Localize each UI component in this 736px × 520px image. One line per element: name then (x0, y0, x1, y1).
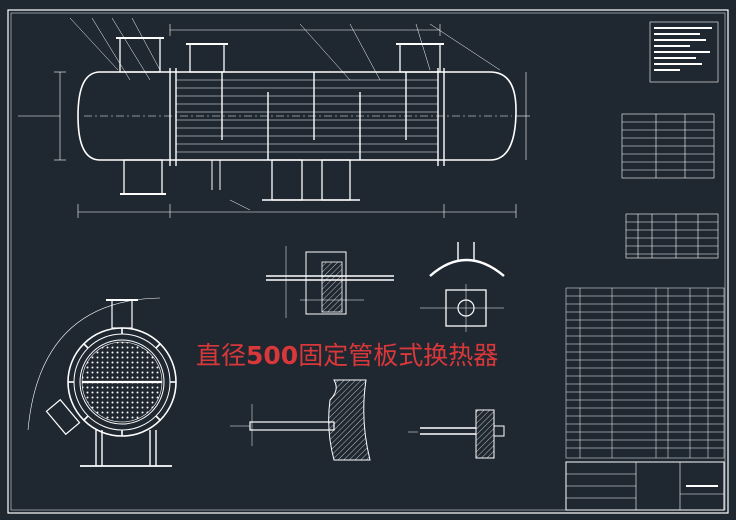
technical-spec-block (649, 21, 719, 83)
detail-view-1 (266, 246, 394, 318)
drawing-caption: 直径500固定管板式换热器 (196, 336, 498, 372)
detail-view-3 (230, 379, 371, 461)
parts-list (565, 287, 725, 459)
sheet-border (7, 9, 729, 514)
cross-section-view (27, 297, 177, 467)
caption-part-1: 直径 (196, 341, 247, 370)
detail-view-4 (408, 409, 505, 459)
caption-part-2: 500 (246, 341, 299, 370)
detail-view-2 (420, 242, 505, 332)
caption-part-3: 固定管板式换热器 (298, 341, 499, 370)
elevation-view (18, 17, 530, 218)
title-block (565, 461, 725, 511)
nozzle-table (625, 213, 719, 259)
design-data-table (621, 113, 715, 179)
